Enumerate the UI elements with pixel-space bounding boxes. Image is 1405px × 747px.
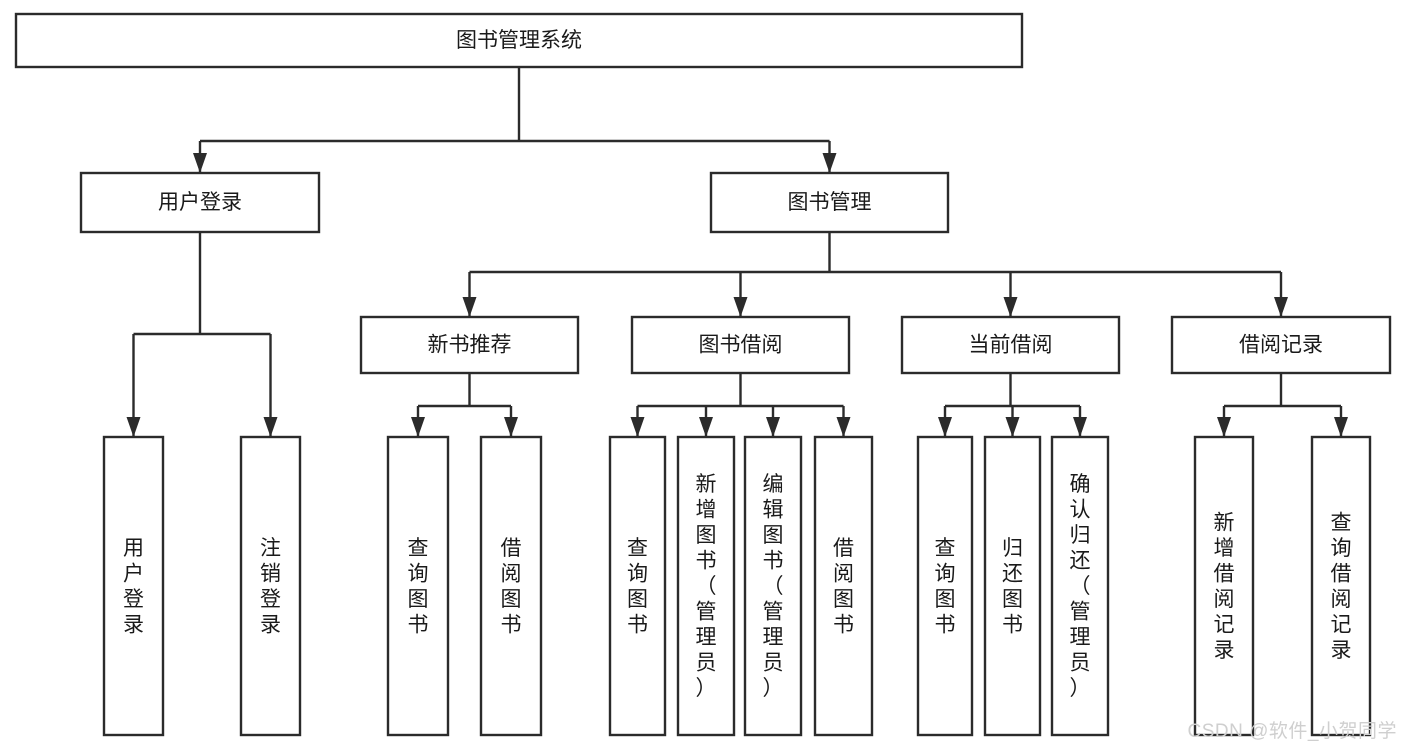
node-box xyxy=(630,315,851,375)
node-box xyxy=(709,171,950,234)
node-label: 借阅记录 xyxy=(1239,334,1323,357)
node-leaf_8[interactable]: 查询图书 xyxy=(916,435,974,737)
arrow-head-icon xyxy=(126,417,141,437)
arrow-head-icon xyxy=(699,417,713,437)
node-label: 查询图书 xyxy=(935,537,956,637)
node-box xyxy=(14,12,1024,69)
node-leaf_1[interactable]: 注销登录 xyxy=(239,435,302,737)
node-leaf_10[interactable]: 确认归还（管理员） xyxy=(1050,435,1110,737)
arrow-head-icon xyxy=(733,297,748,317)
node-label: 用户登录 xyxy=(123,537,144,637)
node-label: 新增图书（管理员） xyxy=(696,473,717,700)
node-label: 归还图书 xyxy=(1002,537,1023,637)
arrow-head-icon xyxy=(1217,417,1231,437)
node-l2_0[interactable]: 用户登录 xyxy=(79,171,321,234)
arrow-head-icon xyxy=(263,417,278,437)
arrow-head-icon xyxy=(1005,417,1020,437)
node-box xyxy=(386,435,450,737)
arrow-head-icon xyxy=(822,153,837,173)
node-leaf_6[interactable]: 编辑图书（管理员） xyxy=(743,435,803,737)
arrow-head-icon xyxy=(836,417,851,437)
node-box xyxy=(608,435,667,737)
node-label: 用户登录 xyxy=(158,191,242,214)
node-box xyxy=(983,435,1042,737)
node-label: 当前借阅 xyxy=(969,334,1053,357)
arrow-head-icon xyxy=(938,417,952,437)
arrow-head-icon xyxy=(766,417,780,437)
node-leaf_3[interactable]: 借阅图书 xyxy=(479,435,543,737)
arrow-head-icon xyxy=(462,297,477,317)
node-box xyxy=(479,435,543,737)
node-label: 借阅图书 xyxy=(501,537,522,637)
node-label: 注销登录 xyxy=(260,537,281,637)
node-box xyxy=(743,435,803,737)
arrow-head-icon xyxy=(1003,297,1018,317)
node-label: 图书管理系统 xyxy=(456,29,582,52)
node-leaf_9[interactable]: 归还图书 xyxy=(983,435,1042,737)
node-box xyxy=(813,435,874,737)
node-label: 借阅图书 xyxy=(833,537,854,637)
node-box xyxy=(1050,435,1110,737)
node-label: 图书借阅 xyxy=(699,334,783,357)
node-l3_2[interactable]: 当前借阅 xyxy=(900,315,1121,375)
node-label: 图书管理 xyxy=(788,191,872,214)
edges-layer xyxy=(126,67,1348,437)
node-box xyxy=(916,435,974,737)
arrow-head-icon xyxy=(630,417,645,437)
node-label: 确认归还（管理员） xyxy=(1070,473,1091,700)
nodes-layer: 图书管理系统用户登录图书管理新书推荐图书借阅当前借阅借阅记录用户登录注销登录查询… xyxy=(14,12,1392,737)
node-leaf_0[interactable]: 用户登录 xyxy=(102,435,165,737)
node-l2_1[interactable]: 图书管理 xyxy=(709,171,950,234)
node-leaf_11[interactable]: 新增借阅记录 xyxy=(1193,435,1255,737)
node-label: 查询图书 xyxy=(408,537,429,637)
node-label: 新增借阅记录 xyxy=(1214,511,1235,662)
arrow-head-icon xyxy=(1073,417,1087,437)
node-l3_3[interactable]: 借阅记录 xyxy=(1170,315,1392,375)
arrow-head-icon xyxy=(411,417,425,437)
node-label: 新书推荐 xyxy=(428,334,512,357)
node-box xyxy=(239,435,302,737)
node-leaf_12[interactable]: 查询借阅记录 xyxy=(1310,435,1372,737)
node-leaf_5[interactable]: 新增图书（管理员） xyxy=(676,435,736,737)
node-leaf_2[interactable]: 查询图书 xyxy=(386,435,450,737)
node-box xyxy=(102,435,165,737)
node-box xyxy=(79,171,321,234)
node-label: 查询借阅记录 xyxy=(1331,511,1352,662)
arrow-head-icon xyxy=(1274,297,1288,317)
arrow-head-icon xyxy=(504,417,518,437)
node-box xyxy=(359,315,580,375)
node-root[interactable]: 图书管理系统 xyxy=(14,12,1024,69)
node-box xyxy=(1170,315,1392,375)
node-label: 查询图书 xyxy=(627,537,648,637)
node-box xyxy=(1310,435,1372,737)
node-box xyxy=(676,435,736,737)
node-leaf_4[interactable]: 查询图书 xyxy=(608,435,667,737)
arrow-head-icon xyxy=(193,153,207,173)
node-box xyxy=(1193,435,1255,737)
node-leaf_7[interactable]: 借阅图书 xyxy=(813,435,874,737)
arrow-head-icon xyxy=(1334,417,1348,437)
node-label: 编辑图书（管理员） xyxy=(763,473,784,700)
node-l3_0[interactable]: 新书推荐 xyxy=(359,315,580,375)
node-l3_1[interactable]: 图书借阅 xyxy=(630,315,851,375)
node-box xyxy=(900,315,1121,375)
